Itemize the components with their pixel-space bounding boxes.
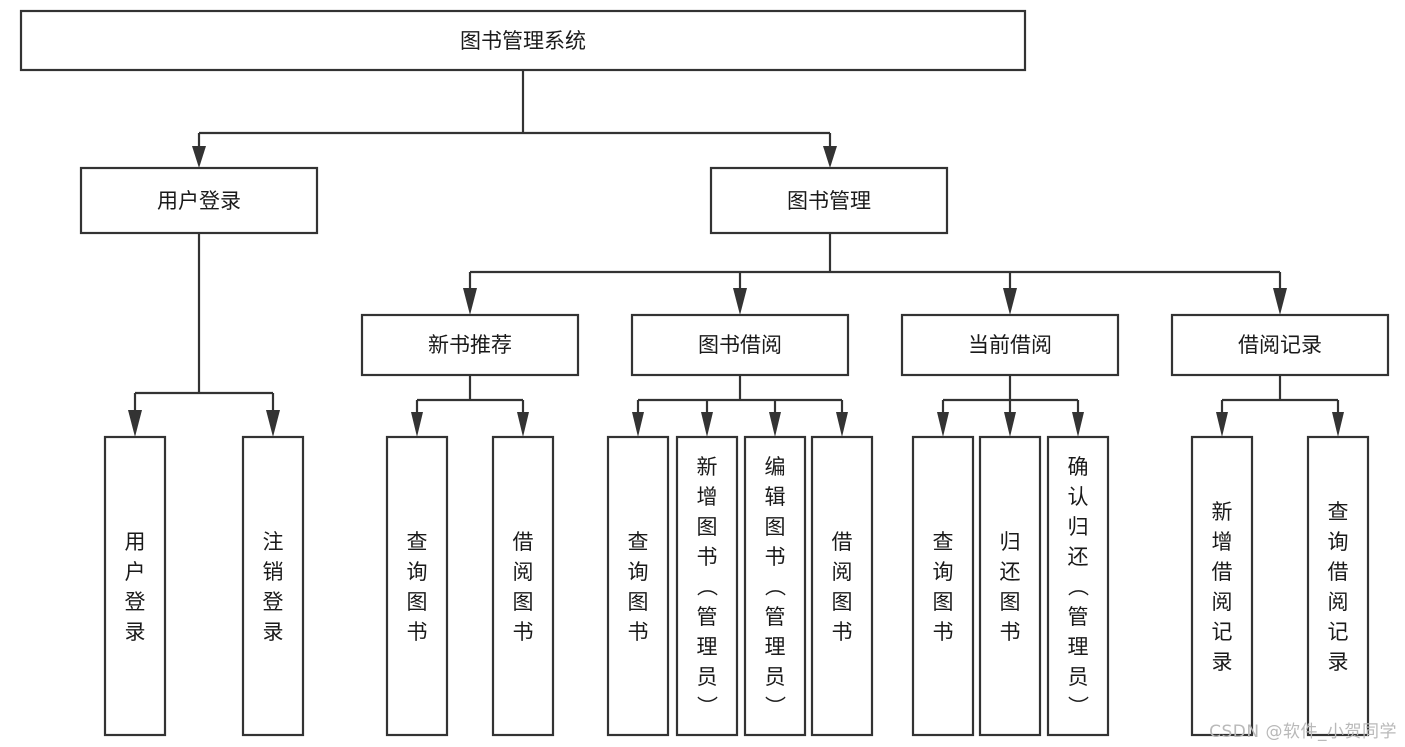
arrow-head-icon xyxy=(411,412,423,437)
node-new-book-recommend-label: 新书推荐 xyxy=(428,333,512,357)
arrow-head-icon xyxy=(937,412,949,437)
arrow-head-icon xyxy=(1003,288,1017,315)
node-user-login-label: 用户登录 xyxy=(157,189,241,213)
leaf-box-query-books-3 xyxy=(911,435,975,737)
node-new-book-recommend[interactable]: 新书推荐 xyxy=(360,313,580,377)
leaf-box-borrow-books-2 xyxy=(810,435,874,737)
connector-bookmgmt-to-level3 xyxy=(463,233,1287,315)
arrow-head-icon xyxy=(733,288,747,315)
leaf-boxes xyxy=(103,435,1370,737)
arrow-head-icon xyxy=(192,146,206,168)
node-current-borrow-label: 当前借阅 xyxy=(968,333,1052,357)
node-borrow-record-label: 借阅记录 xyxy=(1238,333,1322,357)
connector-userlogin-to-leaves xyxy=(128,233,280,437)
leaf-box-add-book-admin xyxy=(675,435,739,737)
arrow-head-icon xyxy=(769,412,781,437)
leaf-box-logout-login xyxy=(241,435,305,737)
connector-currentborrow-to-leaves xyxy=(937,375,1084,437)
arrow-head-icon xyxy=(836,412,848,437)
connector-newbook-to-leaves xyxy=(411,375,529,437)
arrow-head-icon xyxy=(463,288,477,315)
arrow-head-icon xyxy=(701,412,713,437)
arrow-head-icon xyxy=(128,410,142,437)
node-book-management-label: 图书管理 xyxy=(787,189,871,213)
arrow-head-icon xyxy=(1072,412,1084,437)
leaf-box-user-login xyxy=(103,435,167,737)
node-root-label: 图书管理系统 xyxy=(460,29,586,53)
leaf-box-confirm-return-admin xyxy=(1046,435,1110,737)
node-borrow-record[interactable]: 借阅记录 xyxy=(1170,313,1390,377)
node-book-borrow-label: 图书借阅 xyxy=(698,333,782,357)
leaf-box-add-borrow-record xyxy=(1190,435,1254,737)
node-book-management[interactable]: 图书管理 xyxy=(709,166,949,235)
leaf-box-query-books-2 xyxy=(606,435,670,737)
node-book-borrow[interactable]: 图书借阅 xyxy=(630,313,850,377)
node-root[interactable]: 图书管理系统 xyxy=(19,9,1027,72)
leaf-box-query-books-1 xyxy=(385,435,449,737)
node-current-borrow[interactable]: 当前借阅 xyxy=(900,313,1120,377)
arrow-head-icon xyxy=(517,412,529,437)
connector-borrowrecord-to-leaves xyxy=(1216,375,1344,437)
node-user-login[interactable]: 用户登录 xyxy=(79,166,319,235)
arrow-head-icon xyxy=(266,410,280,437)
connector-root-to-level2 xyxy=(192,70,837,168)
arrow-head-icon xyxy=(1004,412,1016,437)
leaf-box-query-borrow-record xyxy=(1306,435,1370,737)
connector-bookborrow-to-leaves xyxy=(632,375,848,437)
arrow-head-icon xyxy=(1332,412,1344,437)
leaf-box-edit-book-admin xyxy=(743,435,807,737)
watermark-text: CSDN @软件_小贺同学 xyxy=(1209,722,1397,742)
arrow-head-icon xyxy=(1273,288,1287,315)
leaf-box-return-books xyxy=(978,435,1042,737)
arrow-head-icon xyxy=(632,412,644,437)
arrow-head-icon xyxy=(823,146,837,168)
arrow-head-icon xyxy=(1216,412,1228,437)
leaf-box-borrow-books-1 xyxy=(491,435,555,737)
